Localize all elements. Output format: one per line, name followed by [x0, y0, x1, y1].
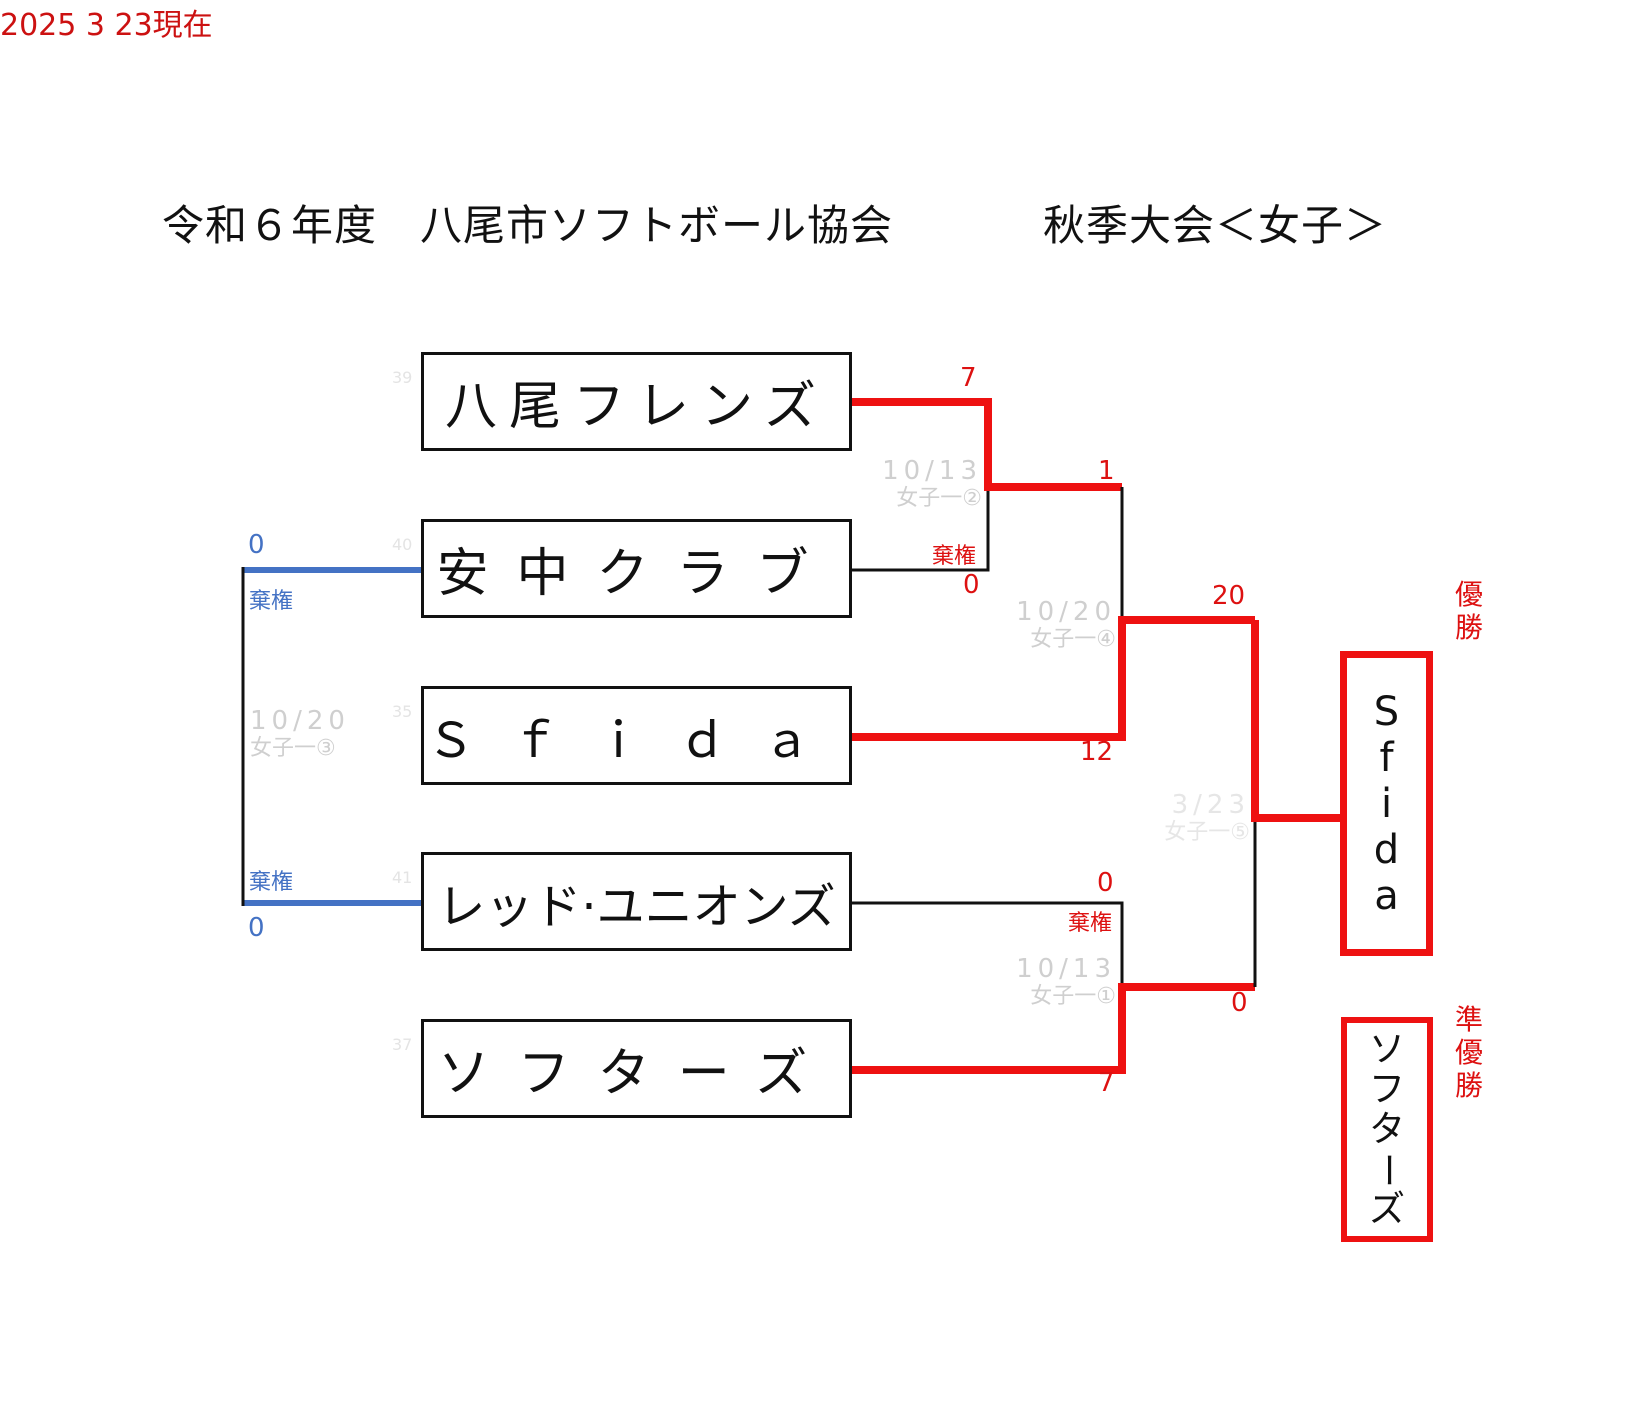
label-char: 優: [1454, 1036, 1483, 1069]
team-seed: 39: [392, 368, 413, 387]
match-info-m1: 10/13 女子一①: [996, 955, 1116, 1011]
label-char: 勝: [1454, 611, 1483, 644]
match-date: 10/13: [1016, 954, 1116, 984]
runner-up-name-char: ー: [1366, 1151, 1408, 1188]
bracket-line-m2-winner: [852, 398, 1122, 491]
runner-up-box: ソ フ タ ー ズ: [1341, 1017, 1433, 1242]
champion-name-char: S: [1373, 688, 1400, 735]
score-m1-red-unions: 0: [1097, 868, 1114, 898]
match-info-m2: 10/13 女子一②: [862, 457, 982, 513]
match-code: 女子一②: [896, 486, 982, 511]
runner-up-name-char: ソ: [1368, 1028, 1405, 1070]
champion-name-char: d: [1373, 826, 1400, 873]
runner-up-name-char: ズ: [1368, 1188, 1405, 1230]
team-box-sfida: Ｓｆｉｄａ: [421, 686, 852, 785]
match-date: 10/20: [1016, 597, 1116, 627]
match-code: 女子一①: [1030, 984, 1116, 1009]
match-code: 女子一④: [1030, 627, 1116, 652]
bracket-line-m5-winner: [1251, 620, 1342, 822]
score-m4-sfida: 12: [1080, 737, 1114, 767]
team-box-annaka-club: 安中クラブ: [421, 519, 852, 618]
score-m5-softers: 0: [1231, 988, 1248, 1018]
champion-label: 優 勝: [1452, 578, 1486, 644]
bracket-line-m4-winner: [852, 616, 1255, 741]
team-seed: 37: [392, 1035, 413, 1054]
match-info-m3: 10/20 女子一③: [250, 707, 350, 763]
team-seed: 40: [392, 535, 413, 554]
match-info-m4: 10/20 女子一④: [996, 598, 1116, 654]
match-info-m5: 3/23 女子一⑤: [1130, 791, 1250, 847]
score-m3-annaka: 0: [248, 530, 265, 560]
champion-box: S f i d a: [1340, 651, 1433, 956]
score-m3-red-unions: 0: [248, 913, 265, 943]
runner-up-name-char: フ: [1368, 1068, 1405, 1110]
forfeit-m3-annaka: 棄権: [249, 589, 294, 614]
forfeit-m2-annaka: 棄権: [932, 544, 977, 569]
as-of-date: 2025 3 23現在: [0, 8, 213, 43]
team-box-yao-friends: 八尾フレンズ: [421, 352, 852, 451]
champion-name-char: f: [1379, 734, 1394, 781]
match-date: 10/20: [250, 706, 350, 736]
team-seed: 41: [392, 868, 413, 887]
score-m1-softers: 7: [1098, 1068, 1115, 1098]
runner-up-label: 準 優 勝: [1452, 1003, 1486, 1102]
score-m4-yao-friends: 1: [1098, 456, 1115, 486]
team-seed: 35: [392, 702, 413, 721]
champion-name-char: i: [1380, 780, 1393, 827]
bracket-line-m1-winner: [852, 983, 1255, 1074]
team-box-softers: ソフターズ: [421, 1019, 852, 1118]
label-char: 勝: [1454, 1069, 1483, 1102]
match-code: 女子一③: [250, 736, 336, 761]
forfeit-m1-red-unions: 棄権: [1068, 911, 1113, 936]
score-m5-sfida: 20: [1212, 581, 1246, 611]
match-code: 女子一⑤: [1164, 820, 1250, 845]
runner-up-name-char: タ: [1368, 1108, 1405, 1150]
bracket-line-m2-loser: [852, 487, 990, 572]
label-char: 優: [1454, 578, 1483, 611]
label-char: 準: [1454, 1003, 1483, 1036]
score-m2-yao-friends: 7: [960, 363, 977, 393]
team-box-red-unions: レッド·ユニオンズ: [421, 852, 852, 951]
page-title-association: 令和６年度 八尾市ソフトボール協会: [162, 201, 894, 250]
bracket-line-m1-loser: [852, 901, 1124, 987]
champion-name-char: a: [1374, 872, 1399, 919]
score-m2-annaka: 0: [963, 570, 980, 600]
match-date: 10/13: [882, 456, 982, 486]
page-title-tournament: 秋季大会＜女子＞: [1043, 201, 1388, 250]
forfeit-m3-red-unions: 棄権: [249, 870, 294, 895]
match-date: 3/23: [1171, 790, 1250, 820]
